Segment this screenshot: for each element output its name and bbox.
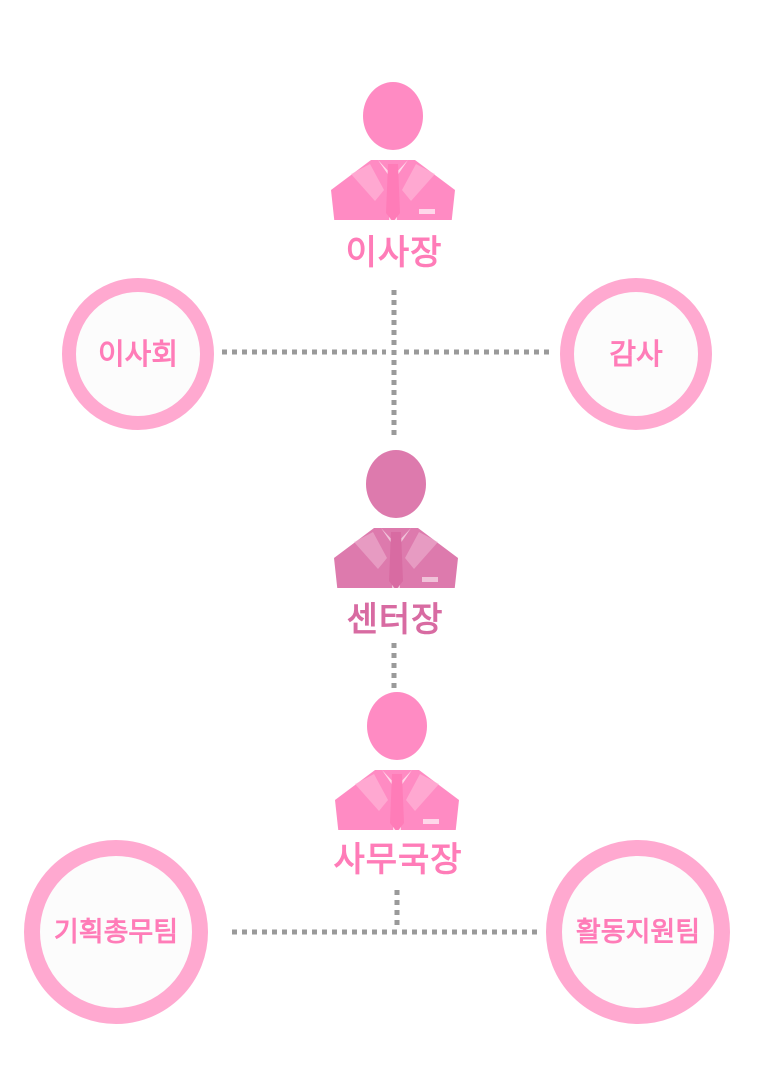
support-team-circle: 활동지원팀 (546, 840, 730, 1024)
businessperson-icon (331, 82, 455, 220)
audit-label: 감사 (609, 336, 663, 371)
planning-team-label: 기획총무팀 (53, 916, 179, 948)
secretary-general-title: 사무국장 (333, 840, 463, 880)
center-director-title: 센터장 (346, 600, 444, 640)
board-circle: 이사회 (62, 278, 214, 430)
chairman-title: 이사장 (345, 233, 443, 273)
chairman-figure (323, 80, 463, 220)
secretary-general-figure (327, 690, 467, 830)
support-team-label: 활동지원팀 (575, 916, 701, 948)
board-label: 이사회 (97, 336, 179, 371)
audit-circle: 감사 (560, 278, 712, 430)
businessperson-icon (335, 692, 459, 830)
planning-team-circle: 기획총무팀 (24, 840, 208, 1024)
center-director-figure (326, 448, 466, 588)
businessperson-icon (334, 450, 458, 588)
